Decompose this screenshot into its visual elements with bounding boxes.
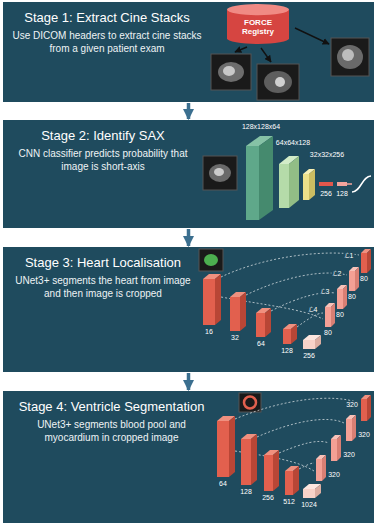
stage-description: UNet3+ segments blood pool and myocardiu… bbox=[9, 418, 214, 444]
conv-block bbox=[246, 136, 273, 220]
database-cylinder: FORCE Registry bbox=[227, 4, 289, 44]
encoder-blocks bbox=[203, 274, 321, 349]
layer-size: 1024 bbox=[300, 501, 318, 508]
stage-panel: Stage 4: Ventricle SegmentationUNet3+ se… bbox=[3, 391, 374, 523]
stage-description: CNN classifier predicts probability that… bbox=[9, 147, 197, 173]
decoder-blocks bbox=[316, 395, 371, 481]
layer-size: 256 bbox=[302, 352, 316, 359]
stage-panel: Stage 3: Heart LocalisationUNet3+ segmen… bbox=[3, 247, 374, 372]
layer-size: 80 bbox=[335, 311, 345, 318]
conv-block bbox=[279, 156, 299, 208]
stage-heading: Stage 4: Ventricle Segmentation bbox=[9, 399, 214, 415]
layer-size: ℒ3 bbox=[320, 288, 331, 295]
layer-size: ℒ1 bbox=[344, 252, 355, 259]
mri-image bbox=[211, 54, 251, 90]
layer-size: 320 bbox=[357, 431, 371, 438]
registry-label: FORCE Registry bbox=[232, 19, 284, 37]
layer-size: 256 bbox=[261, 494, 275, 501]
layer-size: 320 bbox=[327, 471, 341, 478]
mri-image bbox=[331, 38, 369, 76]
layer-size: 80 bbox=[347, 293, 357, 300]
layer-size: 256 bbox=[319, 190, 333, 197]
layer-size: 64 bbox=[256, 340, 266, 347]
mri-image bbox=[203, 156, 237, 190]
conv-block bbox=[303, 169, 315, 200]
flow-arrow bbox=[187, 103, 191, 119]
layer-size: ℒ4 bbox=[308, 306, 319, 313]
layer-size: 128 bbox=[280, 347, 294, 354]
layer-size: 320 bbox=[342, 451, 356, 458]
layer-size: 320 bbox=[345, 401, 359, 408]
layer-size: 512 bbox=[282, 498, 296, 505]
mri-image bbox=[199, 249, 223, 271]
layer-size: 128 bbox=[239, 488, 253, 495]
layer-size: ℒ2 bbox=[332, 270, 343, 277]
layer-size: 32x32x256 bbox=[309, 151, 345, 158]
layer-size: 128x128x64 bbox=[241, 123, 281, 130]
layer-size: 64 bbox=[218, 480, 228, 487]
text-column: Stage 1: Extract Cine StacksUse DICOM he… bbox=[9, 10, 205, 55]
text-column: Stage 4: Ventricle SegmentationUNet3+ se… bbox=[9, 399, 214, 444]
layer-size: 16 bbox=[204, 328, 214, 335]
layer-size: 128 bbox=[335, 190, 349, 197]
layer-size: 80 bbox=[359, 275, 369, 282]
text-column: Stage 2: Identify SAX CNN classifier pred… bbox=[9, 128, 197, 173]
layer-size: 64x64x128 bbox=[275, 139, 311, 146]
flow-arrow bbox=[187, 373, 191, 390]
mri-image bbox=[257, 64, 299, 100]
stage-heading: Stage 2: Identify SAX bbox=[9, 128, 197, 144]
stage-description: Use DICOM headers to extract cine stacks… bbox=[9, 29, 205, 55]
text-column: Stage 3: Heart LocalisationUNet3+ segmen… bbox=[9, 255, 197, 300]
stage-panel: Stage 1: Extract Cine StacksUse DICOM he… bbox=[3, 2, 374, 102]
stage-description: UNet3+ segments the heart from image and… bbox=[9, 274, 197, 300]
stage-heading: Stage 1: Extract Cine Stacks bbox=[9, 10, 205, 26]
stage-heading: Stage 3: Heart Localisation bbox=[9, 255, 197, 271]
mri-image bbox=[239, 393, 261, 412]
stage-panel: Stage 2: Identify SAX CNN classifier pred… bbox=[3, 120, 374, 228]
decoder-blocks bbox=[325, 249, 371, 327]
layer-size: 32 bbox=[230, 334, 240, 341]
layer-size: 80 bbox=[323, 329, 333, 336]
encoder-blocks bbox=[217, 416, 321, 498]
flow-arrow bbox=[187, 229, 191, 246]
